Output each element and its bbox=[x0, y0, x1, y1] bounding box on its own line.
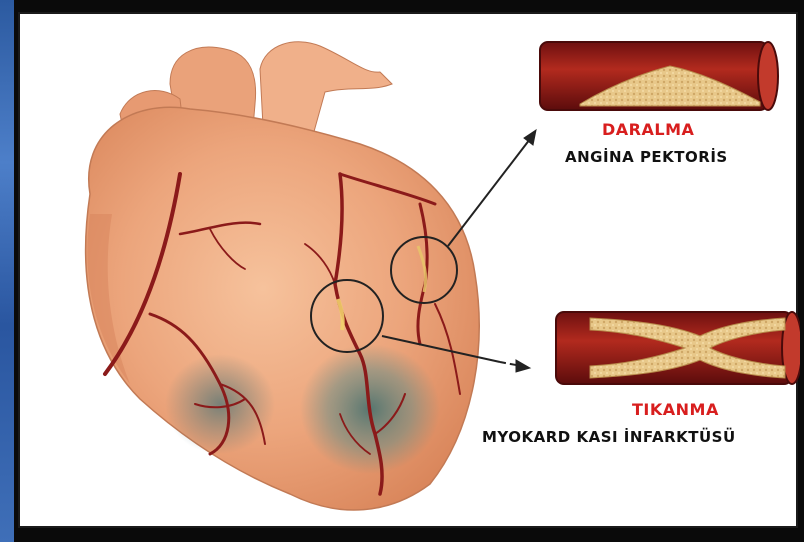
narrowed-artery-icon bbox=[540, 42, 778, 110]
heart bbox=[86, 42, 480, 510]
heart-illustration bbox=[20, 14, 800, 530]
narrowing-title: DARALMA bbox=[602, 120, 694, 139]
narrowing-condition: ANGİNA PEKTORİS bbox=[565, 148, 728, 166]
left-border-strip bbox=[0, 0, 14, 542]
blockage-condition: MYOKARD KASI İNFARKTÜSÜ bbox=[482, 428, 736, 446]
blocked-artery-icon bbox=[556, 312, 800, 384]
blockage-title: TIKANMA bbox=[632, 400, 719, 419]
diagram-panel: DARALMA ANGİNA PEKTORİS TIKANMA MYOKARD … bbox=[18, 12, 798, 528]
